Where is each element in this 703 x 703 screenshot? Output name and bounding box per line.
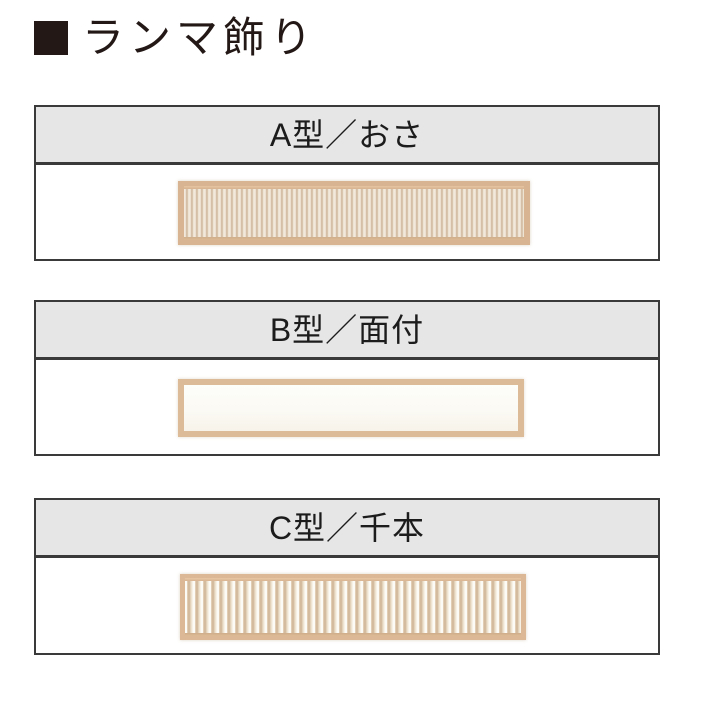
section-c-header-label: C型／千本: [268, 509, 426, 546]
section-b-header: B型／面付: [34, 300, 660, 360]
page-title-text: ランマ飾り: [82, 14, 318, 61]
page-title: ランマ飾り: [34, 17, 317, 59]
section-a: A型／おさ: [34, 105, 660, 261]
section-c: C型／千本: [34, 498, 660, 655]
filled-square-icon: [34, 21, 68, 55]
section-c-header: C型／千本: [34, 498, 660, 558]
transom-mentsuke-plain-frame: [178, 379, 524, 437]
section-b: B型／面付: [34, 300, 660, 456]
section-a-header-label: A型／おさ: [269, 116, 425, 153]
section-a-body: [34, 165, 660, 261]
section-b-header-label: B型／面付: [269, 311, 425, 348]
section-c-body: [34, 558, 660, 655]
section-b-body: [34, 360, 660, 456]
section-a-header: A型／おさ: [34, 105, 660, 165]
transom-senbon-spaced-bars: [180, 574, 526, 640]
transom-osa-dense-slats: [178, 181, 530, 245]
